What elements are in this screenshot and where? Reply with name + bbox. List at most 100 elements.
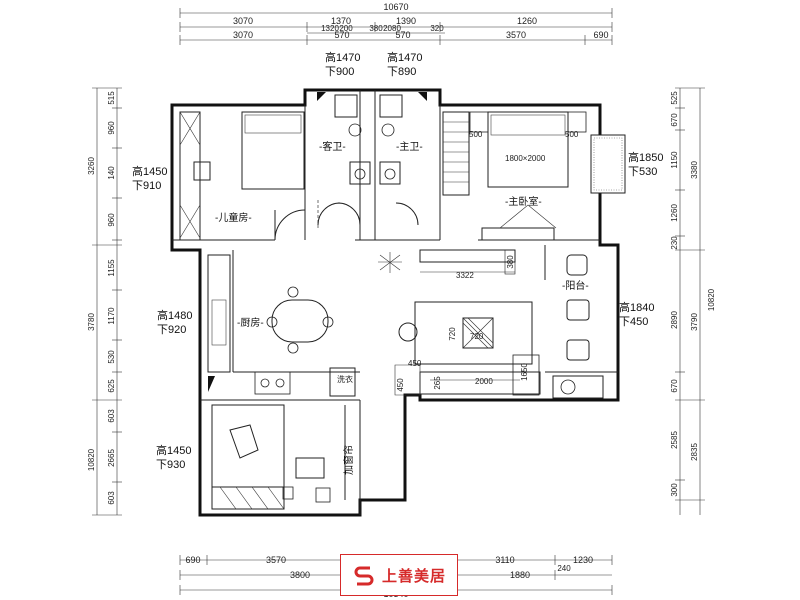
logo-s-icon [354, 566, 374, 586]
right-dim: 1150 [670, 151, 679, 169]
top-total-dim: 10670 [383, 2, 408, 12]
top-row3-dim: 570 [334, 30, 349, 40]
master-bedroom-furniture [442, 111, 587, 241]
top-row3-dim: 3070 [233, 30, 253, 40]
add-curtain-label: 加窗帘 [342, 445, 355, 475]
sofa-width: 2000 [475, 377, 493, 386]
right-total-dim: 10820 [707, 288, 716, 311]
top-row3-dim: 3570 [506, 30, 526, 40]
furniture-dimensions: 1800×2000 3322 380 500 500 720 720 2000 … [337, 130, 579, 392]
kids-room-window-high: 高1450 [132, 164, 167, 178]
extra-room-furniture [211, 404, 346, 510]
kitchen-window-high: 高1480 [157, 308, 192, 322]
kids-room-label: -儿童房- [215, 211, 252, 224]
table-dim: 720 [448, 327, 457, 341]
side-dim: 450 [396, 378, 405, 392]
guest-bath-window-high: 高1470 [325, 50, 360, 64]
right-dim: 2835 [690, 443, 699, 461]
right-dim: 2890 [670, 311, 679, 329]
kids-room-furniture [179, 111, 306, 241]
right-dim: 670 [670, 113, 679, 127]
bottom-row1-dim: 1230 [573, 555, 593, 565]
balcony-window-low: 下450 [619, 316, 648, 328]
kitchen-window-low: 下920 [157, 324, 186, 336]
window-labels: 高1470 下900 高1470 下890 高1450 下910 高1850 下… [132, 50, 663, 471]
washer-label: 洗衣 [337, 374, 353, 384]
left-dim: 960 [107, 121, 116, 135]
right-dim: 300 [670, 483, 679, 497]
top-dimensions: 10670 3070 1370 1390 1260 1320 200 380 2… [179, 2, 613, 45]
right-dim: 1260 [670, 204, 679, 222]
bottom-row2-dim: 240 [557, 564, 571, 573]
bottom-row3-dim: 3800 [290, 570, 310, 580]
left-dim: 603 [107, 409, 116, 423]
balcony-furniture [552, 254, 604, 399]
closet-dim: 500 [469, 130, 483, 139]
top-row3-dim: 570 [395, 30, 410, 40]
right-dim: 670 [670, 379, 679, 393]
left-dim: 530 [107, 350, 116, 364]
bottom-row1-dim: 3110 [495, 555, 514, 565]
sofa-depth: 1650 [520, 363, 529, 381]
bottom-row1-dim: 3570 [266, 555, 286, 565]
tv-depth: 380 [506, 255, 515, 269]
top-row3-dim: 690 [593, 30, 608, 40]
left-dim: 2665 [107, 449, 116, 467]
bed-size: 1800×2000 [505, 154, 546, 163]
master-bath-window-low: 下890 [387, 66, 416, 78]
top-row1-dim: 1390 [396, 16, 416, 26]
brand-logo: 上善美居 [340, 554, 458, 596]
left-dim: 3780 [87, 313, 96, 331]
logo-text: 上善美居 [381, 567, 446, 585]
left-dim: 625 [107, 379, 116, 393]
left-dim: 603 [107, 491, 116, 505]
kitchen-label: -厨房- [237, 316, 264, 329]
top-row1-dim: 3070 [233, 16, 253, 26]
left-dim: 1155 [107, 259, 116, 277]
table-dim: 720 [470, 332, 484, 341]
right-dim: 2585 [670, 431, 679, 449]
left-dim: 140 [107, 166, 116, 180]
balcony-label: -阳台- [562, 279, 589, 292]
top-row2-dim: 200 [339, 24, 353, 33]
top-row2-dim: 320 [430, 24, 444, 33]
closet-dim: 500 [565, 130, 579, 139]
top-row1-dim: 1370 [331, 16, 351, 26]
master-bedroom-label: -主卧室- [505, 195, 542, 208]
left-total-dim: 10820 [87, 448, 96, 471]
tv-width: 3322 [456, 271, 474, 280]
bottom-row3-dim: 1880 [510, 570, 530, 580]
extra-room-window-high: 高1450 [156, 443, 191, 457]
left-dim: 1170 [107, 307, 116, 325]
right-dim: 3380 [690, 161, 699, 179]
living-furniture [378, 249, 541, 396]
room-labels: -儿童房- -客卫- -主卫- -主卧室- -厨房- -阳台- 加窗帘 [215, 140, 589, 475]
guest-bath-label: -客卫- [319, 140, 346, 153]
kitchen-furniture [207, 254, 356, 397]
balcony-window-high: 高1840 [619, 300, 654, 314]
right-dimensions: 525 670 3380 1150 1260 230 3790 2890 670… [670, 87, 716, 515]
top-row1-dim: 1260 [517, 16, 537, 26]
master-bedroom-window-high: 高1850 [628, 150, 663, 164]
right-dim: 525 [670, 91, 679, 105]
bathroom-fixtures [317, 92, 427, 230]
bottom-row1-dim: 690 [185, 555, 200, 565]
side-dim: 450 [408, 359, 422, 368]
guest-bath-window-low: 下900 [325, 66, 354, 78]
master-bath-label: -主卫- [396, 141, 423, 153]
right-dim: 3790 [690, 313, 699, 331]
master-bedroom-window-low: 下530 [628, 166, 657, 178]
top-row2-dim: 1320 [321, 24, 339, 33]
side-dim: 265 [433, 376, 442, 390]
master-bath-window-high: 高1470 [387, 50, 422, 64]
kids-room-window-low: 下910 [132, 180, 161, 192]
top-row2-dim: 2080 [383, 24, 401, 33]
walls [170, 88, 620, 517]
balcony-planter [590, 134, 626, 194]
left-dim: 960 [107, 213, 116, 227]
extra-room-window-low: 下930 [156, 459, 185, 471]
top-row2-dim: 380 [369, 24, 383, 33]
left-dimensions: 515 960 3260 140 960 1155 3780 1170 530 … [87, 87, 122, 516]
left-dim: 3260 [87, 157, 96, 175]
